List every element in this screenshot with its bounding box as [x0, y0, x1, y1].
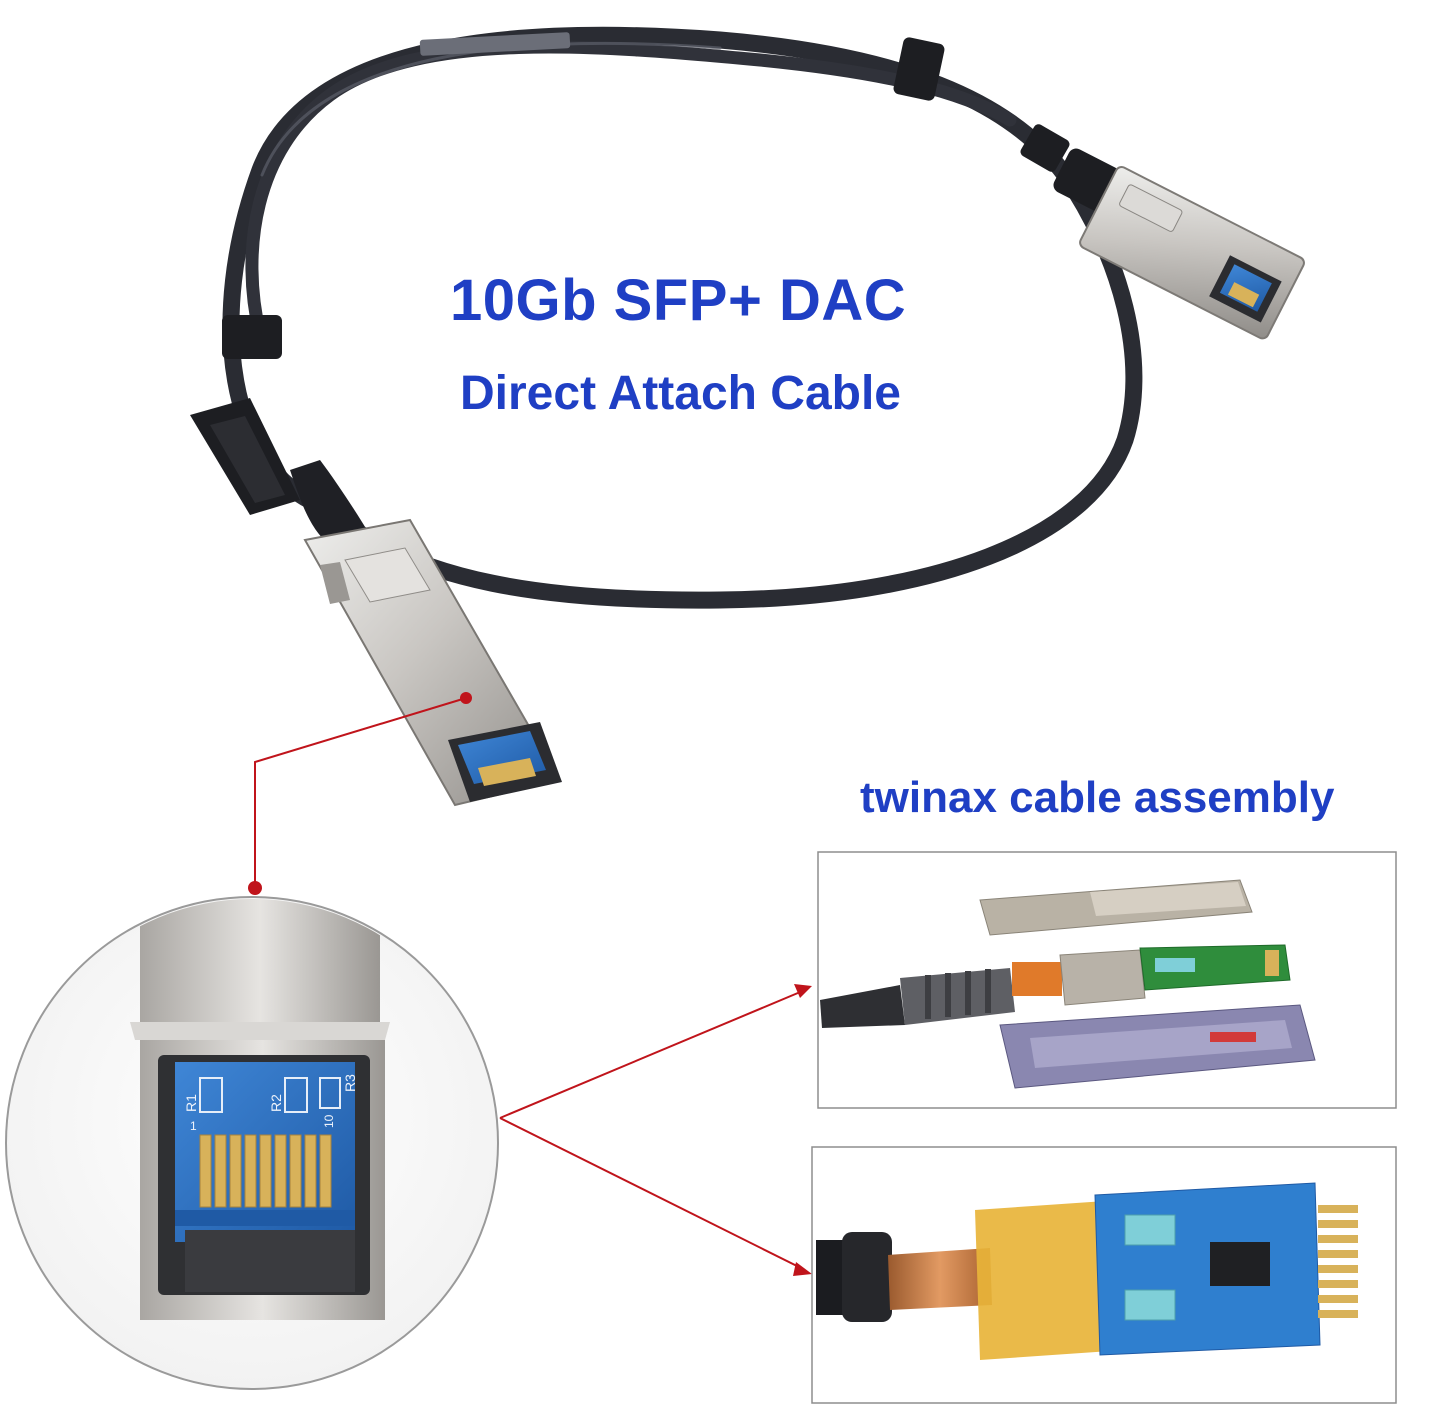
callout-dot — [248, 881, 262, 895]
product-headline: 10Gb SFP+ DAC — [450, 268, 907, 333]
zoom-circle: R1 R2 R3 1 10 — [5, 896, 499, 1390]
sfp-module-lower — [190, 398, 562, 807]
pcb-label-pin-ten: 10 — [322, 1114, 336, 1128]
sfp-module-upper — [1053, 148, 1305, 340]
arrow-head-top — [794, 984, 812, 998]
pcb-label-pin-one: 1 — [190, 1119, 197, 1133]
callout-lines — [254, 697, 806, 1271]
arrow-head-bottom — [793, 1262, 812, 1276]
exploded-view-panel — [817, 851, 1397, 1109]
assembly-caption: twinax cable assembly — [860, 773, 1335, 822]
pcb-label-r3: R3 — [342, 1074, 358, 1092]
pcb-label-r2: R2 — [268, 1094, 284, 1112]
product-subheadline: Direct Attach Cable — [460, 367, 901, 420]
pcb-label-r1: R1 — [183, 1094, 199, 1112]
pcb-closeup-panel — [811, 1146, 1397, 1404]
